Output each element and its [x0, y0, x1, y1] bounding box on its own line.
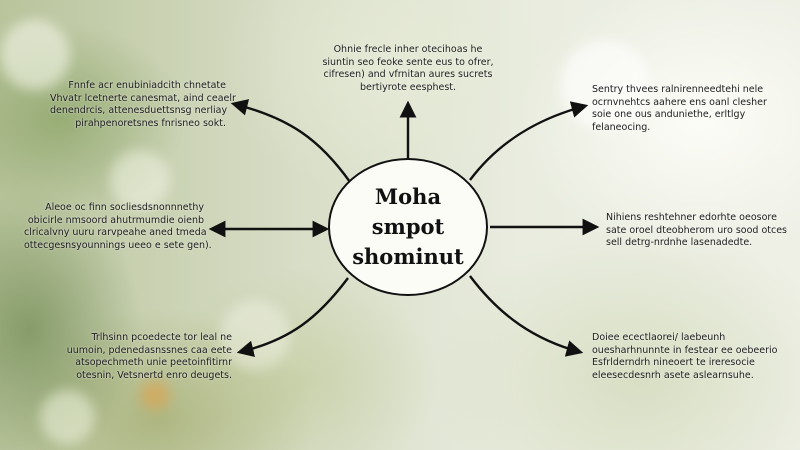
- note-line: siuntin seo feoke sente eus to ofrer,: [322, 56, 494, 68]
- note-line: bertiyrote eesphest.: [359, 81, 457, 93]
- bokeh-light: [0, 20, 70, 90]
- arrow-top-left: [230, 99, 351, 183]
- central-topic-title-line: Moha smpot: [371, 184, 445, 239]
- note-line: Aleoe oc finn socliesdsnonnnethy: [45, 202, 204, 213]
- note-line: atsopechmeth unie peetoinfitirnr: [75, 357, 232, 368]
- note-bottom-left: Trlhsinn pcoedecte tor leal ne uumoin, p…: [52, 332, 232, 382]
- note-line: Vhvatr lcetnerte canesmat, aind ceaelr: [50, 92, 236, 104]
- note-line: sell detrg-nrdnhe lasenadedte.: [606, 237, 753, 248]
- note-line: soie one ous anduniethe, erltlgy: [592, 109, 746, 120]
- note-line: sate oroel dteobherom uro sood otces: [606, 224, 788, 236]
- note-line: Nihiens reshtehner edorhte oeosore: [606, 212, 777, 223]
- bokeh-warm: [140, 380, 170, 410]
- note-line: Esfrlderndrh nineoert te ireresocie: [592, 357, 755, 368]
- note-line: Doiee ecectlaorei/ laebeunh: [592, 332, 726, 343]
- note-line: eleesecdesnrh asete aslearnsuhe.: [592, 369, 754, 381]
- arrow-bottom-left: [236, 277, 349, 358]
- note-line: Trlhsinn pcoedecte tor leal ne: [91, 332, 232, 343]
- note-line: ouesharhnunnte in festear ee oebeerio: [592, 344, 778, 356]
- bokeh-light: [220, 300, 290, 370]
- central-topic-node: Moha smpot shominut: [328, 158, 488, 296]
- note-line: uumoin, pdenedasnssnes caa eete: [66, 344, 232, 356]
- note-top: Ohnie frecle inher otecihoas he siuntin …: [318, 44, 498, 94]
- note-line: obicirle nmsoord ahutrmumdie oienb: [27, 214, 204, 226]
- note-line: cifresen) and vfrnitan aures sucrets: [323, 69, 493, 80]
- note-top-left: Fnnfe acr enubiniadcith chnetate Vhvatr …: [50, 80, 236, 130]
- note-line: pirahpenoretsnes fnrisneo sokt.: [75, 117, 226, 129]
- note-line: ocrnvnehtcs aahere ens oanl clesher: [592, 96, 767, 108]
- note-line: clricalvny uuru rarvpeahe aned tmeda: [24, 227, 207, 238]
- note-line: felaneocing.: [592, 121, 651, 133]
- note-line: Fnnfe acr enubiniadcith chnetate: [68, 80, 226, 91]
- note-top-right: Sentry thvees ralnirenneedtehi nele ocrn…: [592, 84, 772, 134]
- note-bottom-right: Doiee ecectlaorei/ laebeunh ouesharhnunn…: [592, 332, 782, 382]
- bokeh-light: [40, 390, 95, 445]
- note-line: otesnin, Vetsnertd enro deugets.: [76, 369, 232, 381]
- note-mid-left: Aleoe oc finn socliesdsnonnnethy obicirl…: [24, 202, 212, 252]
- note-mid-right: Nihiens reshtehner edorhte oeosore sate …: [606, 212, 790, 250]
- bokeh-light: [110, 150, 170, 210]
- arrow-top-right: [469, 101, 589, 181]
- arrow-bottom-right: [469, 275, 584, 357]
- note-line: Sentry thvees ralnirenneedtehi nele: [592, 84, 764, 95]
- note-line: denendrcis, attenesduettsnsg nerliay: [50, 105, 228, 116]
- central-topic-title-line: shominut: [352, 244, 464, 269]
- central-topic-title: Moha smpot shominut: [338, 182, 478, 272]
- note-line: ottecgesnsyounnings ueeo e sete gen).: [24, 239, 212, 251]
- note-line: Ohnie frecle inher otecihoas he: [333, 44, 483, 55]
